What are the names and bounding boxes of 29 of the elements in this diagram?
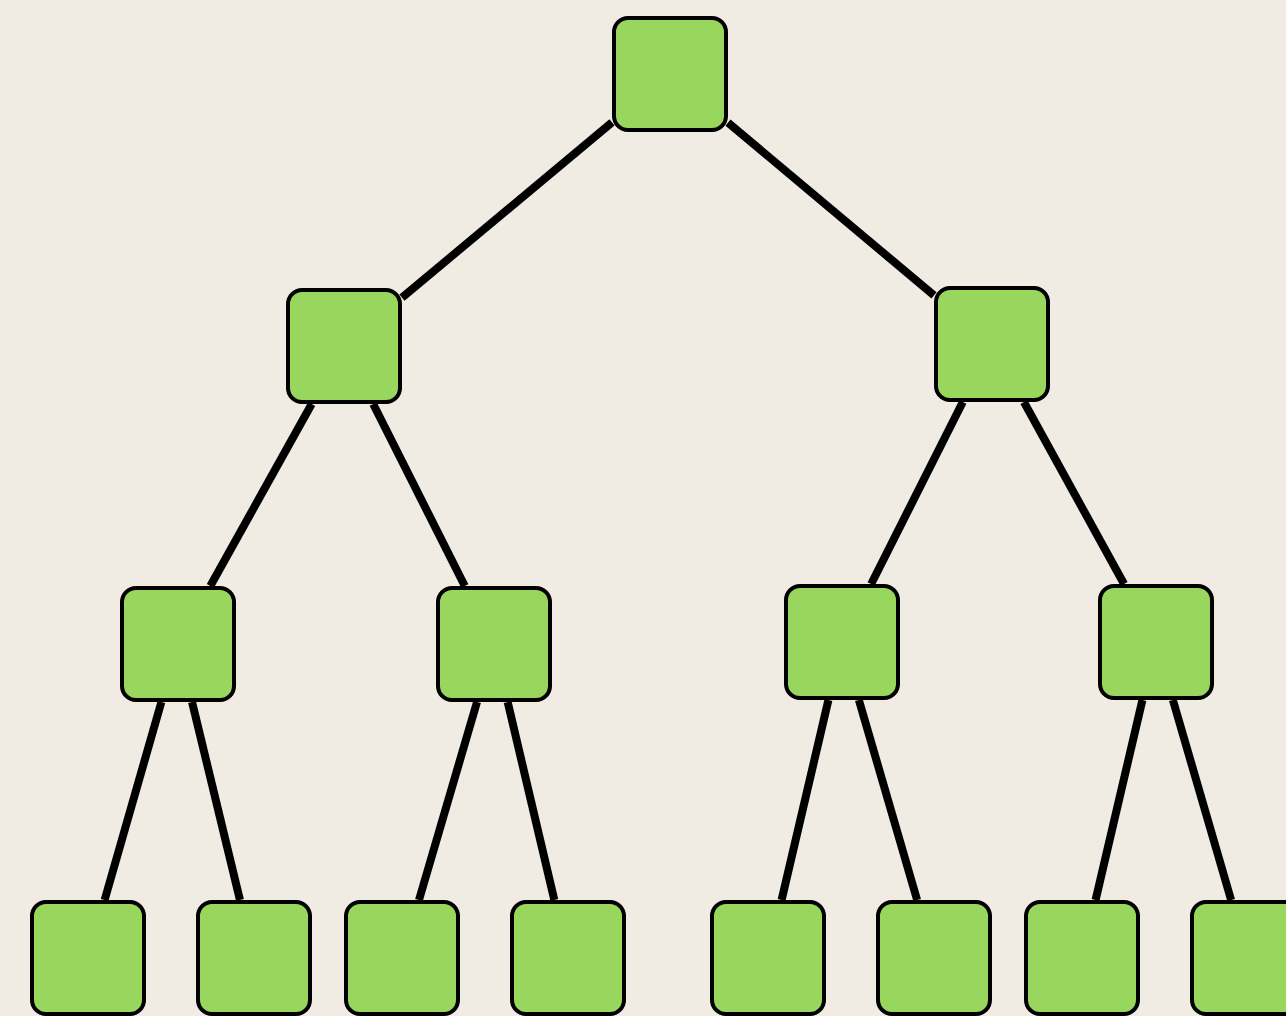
tree-node-box	[436, 586, 552, 702]
tree-node-box	[120, 586, 236, 702]
connector-line	[1020, 400, 1128, 586]
tree-node-box	[1024, 900, 1140, 1016]
tree-node-box	[344, 900, 460, 1016]
tree-node-box	[196, 900, 312, 1016]
tree-node-box	[876, 900, 992, 1016]
connector-line	[415, 700, 481, 902]
connector-line	[1169, 698, 1235, 902]
connector-line	[503, 701, 559, 901]
connector-line	[777, 699, 833, 901]
connector-line	[1091, 699, 1147, 901]
connector-line	[188, 701, 244, 901]
connector-line	[855, 698, 921, 902]
connector-line	[725, 119, 937, 299]
connector-line	[206, 402, 316, 588]
tree-node-box	[710, 900, 826, 1016]
tree-node-box	[1098, 584, 1214, 700]
connector-line	[100, 700, 166, 902]
connector-line	[399, 119, 615, 301]
connector-line	[867, 400, 967, 586]
tree-node-box	[286, 288, 402, 404]
tree-node-box	[612, 16, 728, 132]
tree-node-box	[510, 900, 626, 1016]
tree-node-box	[934, 286, 1050, 402]
tree-node-box	[784, 584, 900, 700]
tree-node-box	[30, 900, 146, 1016]
connector-line	[369, 402, 469, 588]
tree-node-box	[1190, 900, 1286, 1016]
